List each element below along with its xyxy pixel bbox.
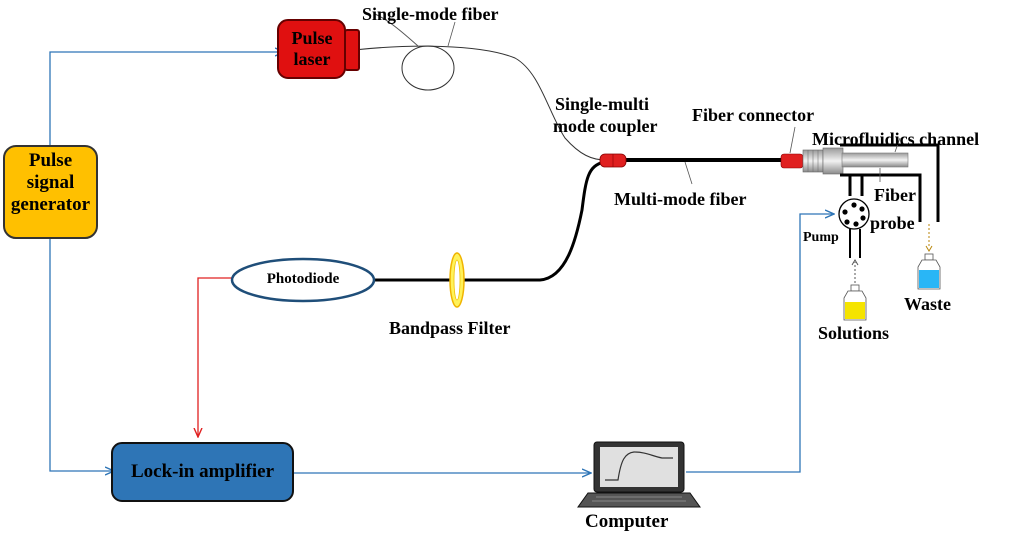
solution-bottle-icon [843,284,867,321]
generator-to-lockin-arrow [49,238,114,471]
pump-tubing [849,229,861,258]
signal-lines [49,52,834,473]
computer-to-pump-arrow [686,214,834,473]
bandpass-filter-icon [449,252,465,308]
single-mode-fiber-label: Single-mode fiber [362,4,499,24]
multi-mode-fiber-leader [684,161,693,185]
pump-label: Pump [803,230,839,245]
computer-label: Computer [585,511,669,532]
photodiode-label: Photodiode [266,271,340,287]
lockin-box [111,442,294,502]
waste-label: Waste [904,294,951,314]
multi-mode-fiber-label: Multi-mode fiber [614,189,747,209]
fiber-connector-leader [789,126,796,154]
fiber-coil [401,45,455,91]
fiber-probe [841,152,909,168]
microfluidics-label: Microfluidics channel [812,129,980,149]
coupler-label-1: Single-multi [555,94,650,114]
photodiode-shape [230,257,376,303]
pulse-generator-label: Pulse signal generator [10,150,91,215]
fiber-probe-label-1: Fiber [874,185,916,205]
single-mode-fiber [353,13,607,161]
microfluidics-leader [894,137,901,153]
pulse-generator-box [3,145,98,239]
screen-curve [605,451,673,481]
generator-to-laser-arrow [49,52,284,146]
lockin-label: Lock-in amplifier [130,461,275,482]
laptop-icon [577,441,701,508]
pulse-laser-device [277,19,360,79]
fiber-connector [780,147,844,175]
microfluidics-channel [840,143,940,222]
waste-bottle-icon [917,253,941,290]
bandpass-label: Bandpass Filter [389,318,511,338]
single-mode-fiber-leader [447,21,456,47]
multi-mode-fiber [374,158,784,282]
pulse-laser-label: Pulse laser [291,28,333,69]
pump-icon [838,198,870,230]
solutions-label: Solutions [818,323,890,343]
fiber-connector-label: Fiber connector [692,105,815,125]
fiber-probe-label-2: probe [870,213,915,233]
photodiode-to-lockin-arrow [198,277,232,437]
coupler-label-2: mode coupler [553,116,658,136]
